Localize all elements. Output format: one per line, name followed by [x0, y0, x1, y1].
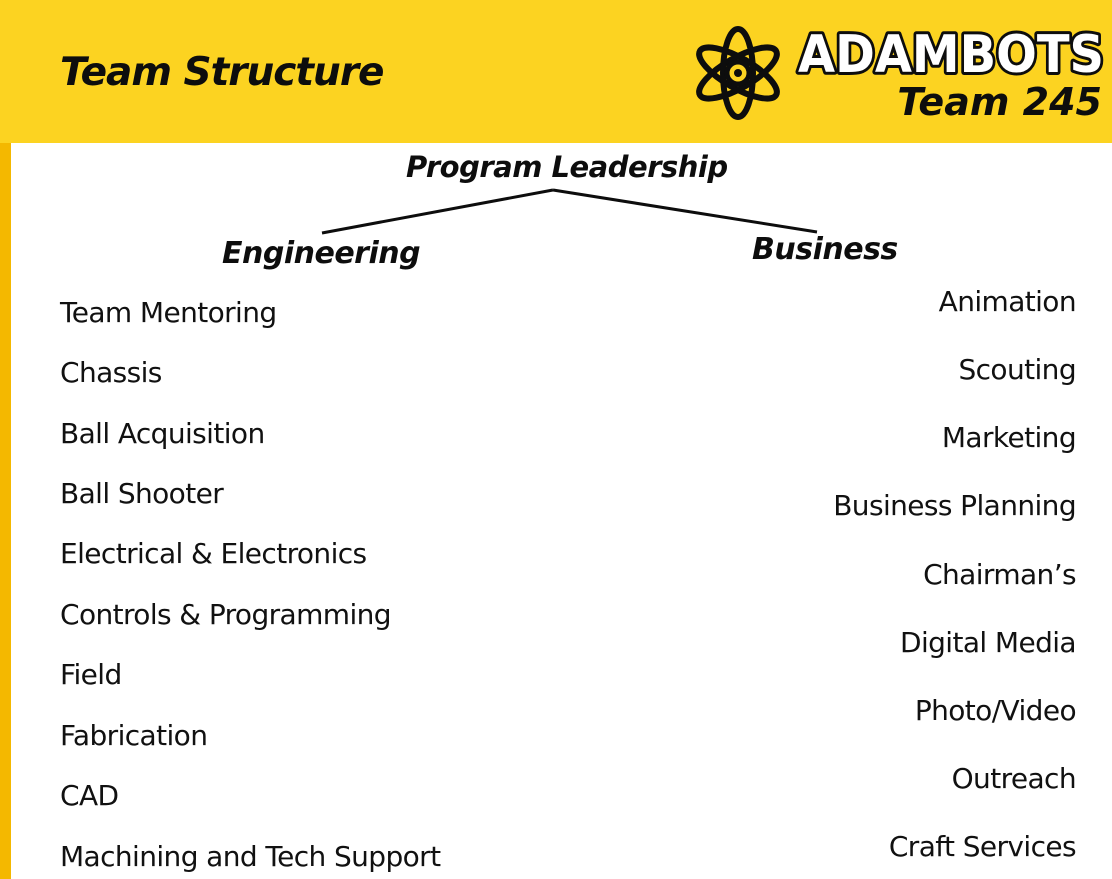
subteam-item: Scouting: [958, 353, 1076, 386]
subteam-item: Ball Shooter: [60, 477, 224, 510]
subteam-item: Controls & Programming: [60, 598, 392, 631]
subteam-item: Photo/Video: [914, 694, 1077, 727]
root-node-program-leadership: Program Leadership: [406, 150, 728, 184]
subteam-item: CAD: [60, 779, 119, 812]
subteam-item: Ball Acquisition: [60, 417, 265, 450]
subteam-item: Team Mentoring: [60, 296, 277, 329]
subteam-item: Animation: [938, 285, 1077, 318]
header-banner: Team Structure ADAMBOTS Team 245: [0, 0, 1112, 143]
atom-icon: [696, 26, 780, 120]
slide-title: Team Structure: [60, 50, 384, 95]
subteam-item: Marketing: [941, 421, 1077, 454]
subteam-item: Business Planning: [833, 489, 1076, 522]
subteam-item: Fabrication: [60, 719, 208, 752]
subteam-item: Craft Services: [888, 830, 1077, 863]
subteam-item: Electrical & Electronics: [60, 537, 367, 570]
logo-wordmark-text: ADAMBOTS: [798, 25, 1104, 84]
logo-team-number: Team 245: [897, 80, 1102, 124]
logo-wordmark: ADAMBOTS: [795, 24, 1107, 84]
subteam-item: Machining and Tech Support: [60, 840, 441, 873]
branch-engineering: Engineering: [222, 236, 421, 271]
engineering-subteam-list: Team Mentoring Chassis Ball Acquisition …: [60, 0, 560, 879]
subteam-item: Digital Media: [899, 626, 1077, 659]
team-logo: ADAMBOTS Team 245: [688, 16, 1108, 131]
branch-business: Business: [752, 232, 898, 267]
subteam-item: Outreach: [951, 762, 1077, 795]
business-subteam-list: Animation Scouting Marketing Business Pl…: [576, 0, 1076, 879]
subteam-item: Chairman’s: [923, 558, 1077, 591]
subteam-item: Chassis: [60, 356, 162, 389]
left-accent-bar: [0, 143, 11, 879]
subteam-item: Field: [60, 658, 122, 691]
